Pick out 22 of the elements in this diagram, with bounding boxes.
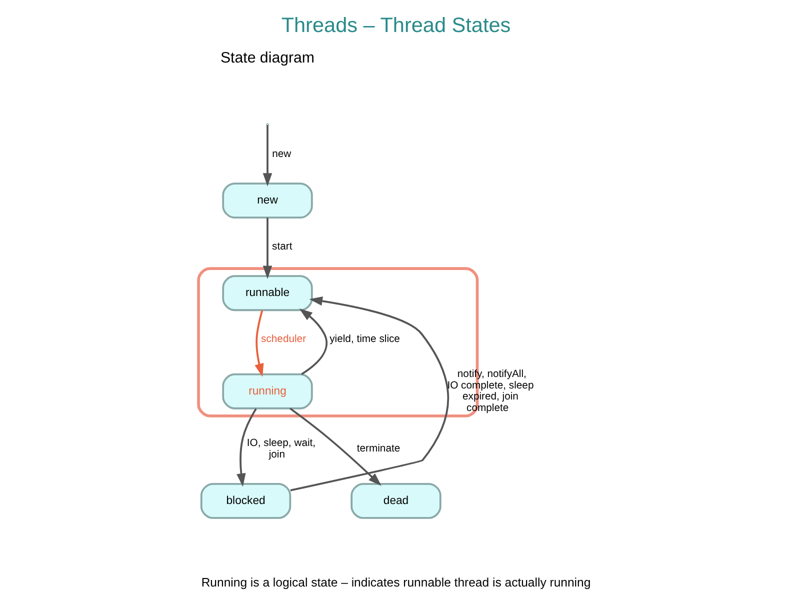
arrow (289, 408, 382, 486)
edge-label: yield, time slice (330, 334, 400, 346)
arrow (262, 125, 272, 186)
node-box: running (222, 373, 313, 410)
arrow (290, 296, 450, 492)
diagram-title: Threads – Thread States (281, 14, 511, 38)
edge-label: terminate (356, 444, 400, 455)
label: Running is a logical state – indicates runnable thread is actually running (201, 575, 591, 590)
arrow (299, 308, 328, 375)
label: State diagram (220, 50, 315, 67)
arrow (262, 218, 272, 279)
node-box: new (222, 182, 313, 218)
edge-label: scheduler (261, 334, 306, 346)
node-box: runnable (222, 275, 313, 312)
arrow (254, 310, 264, 377)
edge-label: start (272, 241, 292, 252)
edge-label: IO, sleep, wait, join (246, 438, 316, 460)
edge-label: new (272, 148, 292, 160)
edge-label: notify, notifyAll, IO complete, sleep expired, join complete (447, 369, 534, 414)
node-box: blocked (200, 483, 292, 519)
node-box: dead (350, 483, 442, 519)
arrow (236, 408, 257, 487)
